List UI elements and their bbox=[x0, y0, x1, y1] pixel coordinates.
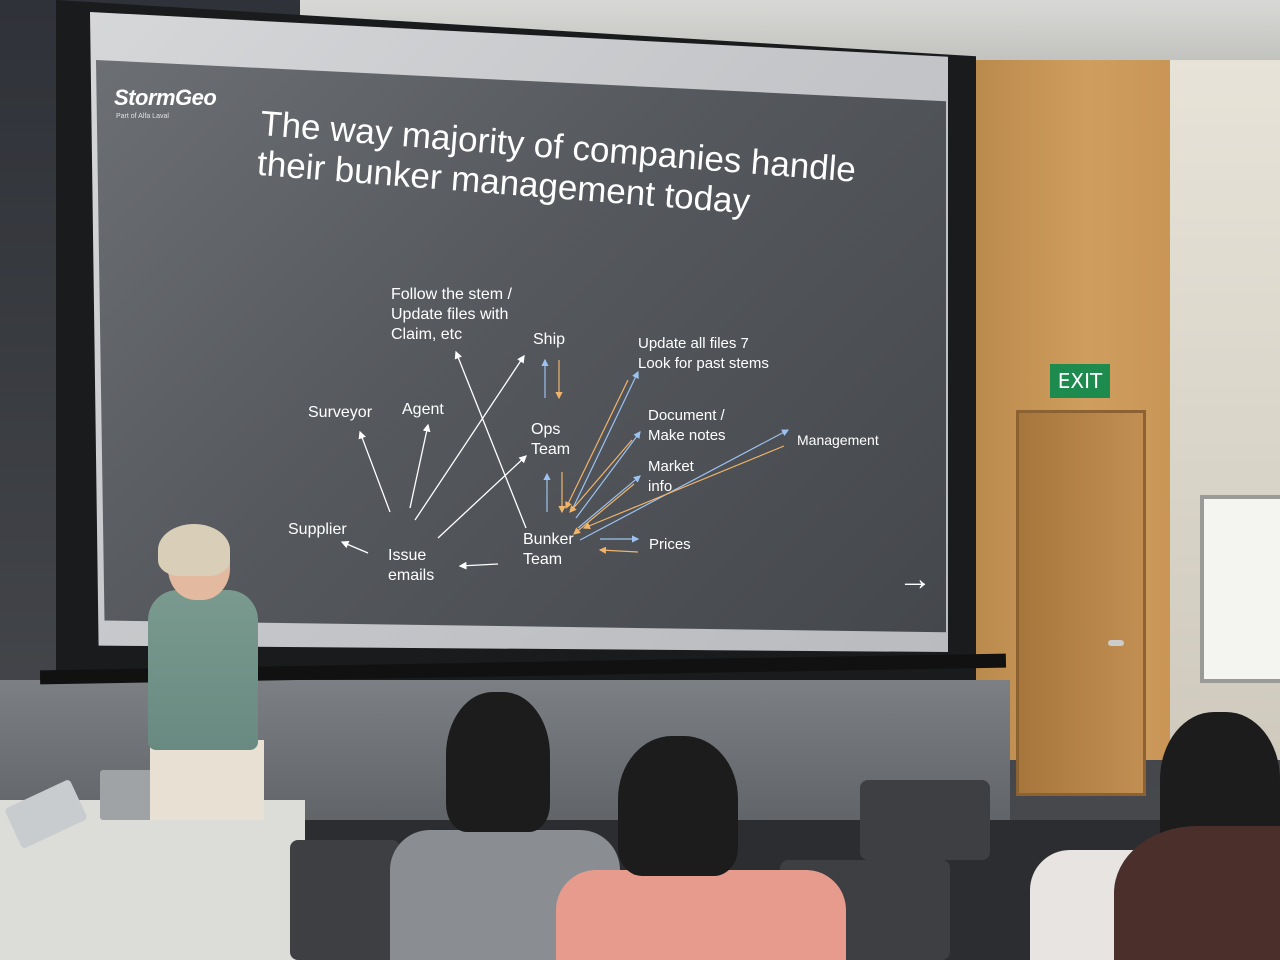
presenter-hair bbox=[158, 524, 230, 576]
node-market-info: Market info bbox=[648, 458, 694, 495]
arrow-from-document bbox=[569, 439, 633, 513]
node-management: Management bbox=[797, 432, 879, 448]
node-surveyor: Surveyor bbox=[308, 404, 373, 421]
chair bbox=[860, 780, 990, 860]
node-bunker-team: Bunker Team bbox=[523, 531, 574, 568]
node-supplier: Supplier bbox=[288, 521, 347, 538]
node-ship: Ship bbox=[533, 331, 566, 348]
arrow-to-market-info bbox=[577, 475, 641, 529]
arrow-to-ship bbox=[414, 354, 525, 521]
arrow-to-update-files bbox=[571, 370, 639, 511]
arrow-to-document bbox=[575, 431, 641, 519]
arrow-to-surveyor bbox=[358, 430, 391, 513]
audience-head bbox=[618, 736, 738, 876]
node-update-files: Update all files 7 Look for past stems bbox=[638, 335, 769, 372]
exit-sign: EXIT bbox=[1050, 364, 1110, 398]
arrow-to-management bbox=[579, 429, 790, 541]
audience-member bbox=[556, 870, 846, 960]
arrow-from-prices bbox=[598, 546, 639, 554]
node-prices: Prices bbox=[649, 536, 691, 553]
door-handle bbox=[1108, 640, 1124, 646]
chair bbox=[290, 840, 400, 960]
presenter bbox=[148, 590, 258, 750]
whiteboard bbox=[1200, 495, 1280, 683]
node-ops-team: Ops Team bbox=[531, 421, 571, 458]
node-follow-stem: Follow the stem / Update files with Clai… bbox=[391, 286, 512, 343]
arrow-bunker-to-follow bbox=[454, 350, 527, 529]
audience-head bbox=[446, 692, 550, 832]
next-slide-arrow-icon: → bbox=[898, 560, 932, 598]
arrow-from-update-files bbox=[565, 379, 629, 510]
audience-head bbox=[1114, 826, 1280, 960]
logo-tagline: Part of Alfa Laval bbox=[116, 113, 169, 120]
exit-door bbox=[1016, 410, 1146, 796]
stormgeo-logo: StormGeo bbox=[114, 85, 217, 110]
node-agent: Agent bbox=[402, 401, 444, 418]
arrow-to-supplier bbox=[340, 540, 369, 554]
arrow-to-ops-team bbox=[437, 455, 527, 539]
node-issue-emails: Issue emails bbox=[388, 547, 435, 584]
arrow-bunker-to-issue bbox=[458, 561, 499, 570]
presenter-skirt bbox=[150, 740, 264, 820]
node-document: Document / Make notes bbox=[648, 407, 726, 444]
presentation-slide bbox=[96, 60, 946, 633]
arrow-from-management bbox=[582, 445, 785, 530]
arrow-to-agent bbox=[409, 423, 431, 509]
